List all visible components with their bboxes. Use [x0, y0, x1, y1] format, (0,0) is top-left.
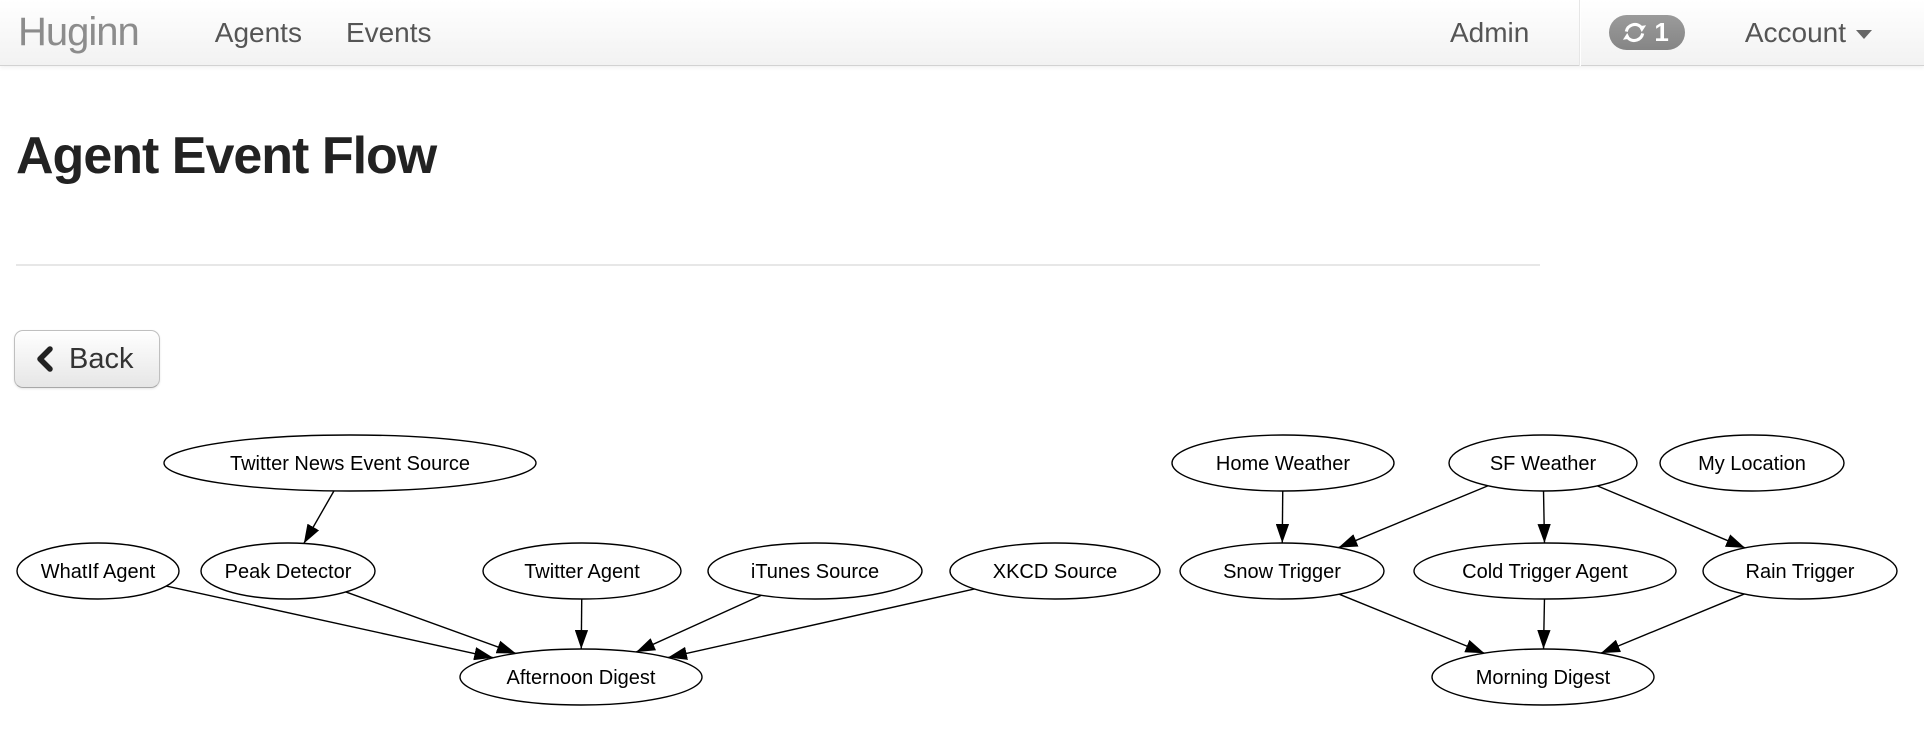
back-button[interactable]: Back [14, 330, 161, 388]
account-label: Account [1744, 16, 1846, 48]
flow-node-afternoon: Afternoon Digest [459, 648, 703, 706]
flow-node-label: Cold Trigger Agent [1462, 561, 1628, 583]
title-divider [16, 264, 1540, 266]
flow-node-sf_weather: SF Weather [1448, 434, 1638, 492]
flow-node-label: Twitter Agent [524, 561, 640, 583]
flow-edge-whatif-to-afternoon [166, 585, 494, 661]
flow-node-whatif: WhatIf Agent [16, 542, 180, 600]
nav-item-agents[interactable]: Agents [214, 16, 302, 48]
flow-node-label: Home Weather [1216, 453, 1350, 475]
diagram-edges [166, 485, 1746, 661]
brand-logo[interactable]: Huginn [18, 10, 140, 54]
flow-node-label: Twitter News Event Source [230, 453, 470, 475]
flow-node-label: Rain Trigger [1746, 561, 1855, 583]
flow-node-itunes: iTunes Source [707, 542, 923, 600]
flow-node-twitter_agent: Twitter Agent [482, 542, 682, 600]
nav-item-events[interactable]: Events [345, 16, 432, 48]
account-menu[interactable]: Account [1745, 17, 1872, 49]
main-nav: Agents Events [193, 0, 454, 65]
navbar-divider [1579, 0, 1582, 66]
jobs-count: 1 [1654, 17, 1669, 47]
flow-node-morning: Morning Digest [1431, 648, 1655, 706]
refresh-icon [1621, 19, 1648, 46]
flow-node-label: Afternoon Digest [507, 667, 656, 689]
flow-node-label: XKCD Source [993, 561, 1118, 583]
flow-edge-sf_weather-to-rain [1597, 485, 1746, 549]
caret-down-icon [1856, 30, 1872, 39]
flow-node-label: SF Weather [1490, 453, 1597, 475]
flow-edge-rain-to-morning [1600, 593, 1745, 654]
navbar: Huginn Agents Events Admin 1 Account [0, 0, 1924, 66]
flow-node-snow: Snow Trigger [1179, 542, 1385, 600]
flow-node-label: My Location [1698, 453, 1806, 475]
flow-edge-twitter_news-to-peak [303, 490, 335, 544]
jobs-badge[interactable]: 1 [1609, 15, 1685, 50]
flow-node-xkcd: XKCD Source [949, 542, 1161, 600]
page-title: Agent Event Flow [16, 127, 437, 185]
flow-edge-sf_weather-to-snow [1338, 485, 1489, 549]
flow-edge-peak-to-afternoon [345, 591, 517, 655]
flow-edge-itunes-to-afternoon [635, 594, 762, 653]
back-button-label: Back [69, 342, 134, 375]
navbar-right: Admin 1 Account [1428, 0, 1872, 66]
flow-node-peak: Peak Detector [200, 542, 376, 600]
flow-node-cold: Cold Trigger Agent [1413, 542, 1677, 600]
flow-node-label: Snow Trigger [1223, 561, 1341, 583]
flow-edge-cold-to-morning [1537, 598, 1551, 650]
flow-node-home_weather: Home Weather [1171, 434, 1395, 492]
nav-item-admin[interactable]: Admin [1449, 16, 1530, 48]
flow-node-rain: Rain Trigger [1702, 542, 1898, 600]
flow-node-label: iTunes Source [751, 561, 879, 583]
flow-edge-sf_weather-to-cold [1537, 490, 1551, 544]
flow-node-label: Peak Detector [225, 561, 352, 583]
flow-node-label: WhatIf Agent [41, 561, 156, 583]
flow-node-my_location: My Location [1659, 434, 1845, 492]
flow-edge-snow-to-morning [1338, 593, 1485, 654]
flow-node-twitter_news: Twitter News Event Source [163, 434, 537, 492]
chevron-left-icon [35, 345, 57, 373]
flow-edge-xkcd-to-afternoon [667, 588, 975, 660]
flow-node-label: Morning Digest [1476, 667, 1611, 689]
